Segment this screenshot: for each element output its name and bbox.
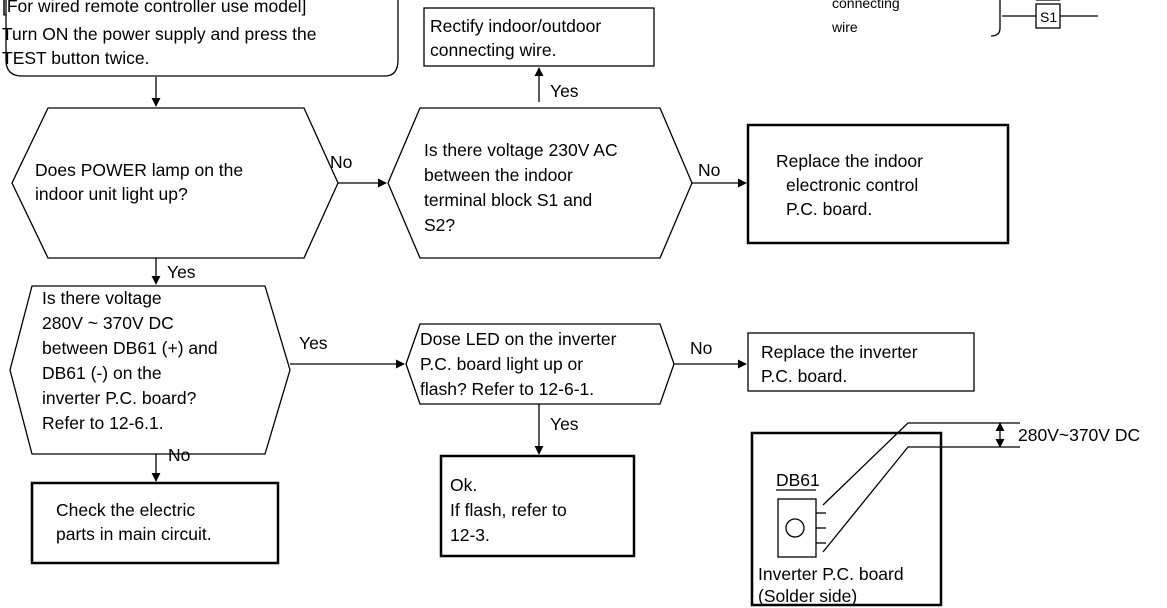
label-no-led: No [690, 338, 712, 358]
led-question-hexagon [405, 323, 675, 405]
wiring-fragment: connecting wire S1 [831, 0, 1098, 37]
ac-voltage-question-text: Is there voltage 230V AC between the ind… [424, 140, 622, 235]
svg-text:connecting: connecting [832, 0, 900, 11]
rectify-text: Rectify indoor/outdoor connecting wire. [430, 16, 606, 60]
rectify-box [423, 7, 655, 67]
label-yes-led: Yes [550, 414, 579, 434]
start-text: [For wired remote controller use model] … [2, 0, 321, 68]
dc-voltage-question-hexagon [9, 285, 291, 455]
power-question-hexagon [11, 107, 339, 259]
dc-voltage-question-text: Is there voltage 280V ~ 370V DC between … [42, 288, 222, 433]
inverter-board [750, 431, 943, 607]
label-yes-dc: Yes [299, 333, 328, 353]
ok-box [439, 454, 636, 558]
label-no-dc: No [168, 445, 190, 465]
replace-inverter-text: Replace the inverter P.C. board. [761, 342, 923, 386]
led-question-text: Dose LED on the inverter P.C. board ligh… [420, 329, 621, 399]
voltage-label: 280V~370V DC [1018, 425, 1140, 445]
svg-text:S1: S1 [1040, 9, 1057, 25]
inverter-board-diagram: 280V~370V DC DB61 Inverter P.C. board (S… [750, 422, 1140, 607]
db61-label: DB61 [776, 470, 820, 490]
power-question-text: Does POWER lamp on the indoor unit light… [35, 160, 248, 204]
board-label-line2: (Solder side) [758, 586, 857, 606]
board-label-line1: Inverter P.C. board [758, 564, 904, 584]
label-no-ac: No [698, 160, 720, 180]
label-yes-power: Yes [167, 262, 196, 282]
check-parts-text: Check the electric parts in main circuit… [56, 500, 212, 544]
replace-indoor-text: Replace the indoor electronic control P.… [776, 151, 928, 219]
check-parts-box [30, 481, 280, 565]
svg-text:wire: wire [831, 19, 858, 35]
replace-indoor-box [746, 123, 1010, 245]
label-yes-rectify: Yes [550, 81, 579, 101]
label-no-power: No [330, 152, 352, 172]
replace-inverter-box [747, 332, 975, 392]
ac-voltage-question-hexagon [387, 107, 693, 259]
ok-text: Ok. If flash, refer to 12-3. [450, 475, 572, 545]
start-box [5, 0, 399, 77]
